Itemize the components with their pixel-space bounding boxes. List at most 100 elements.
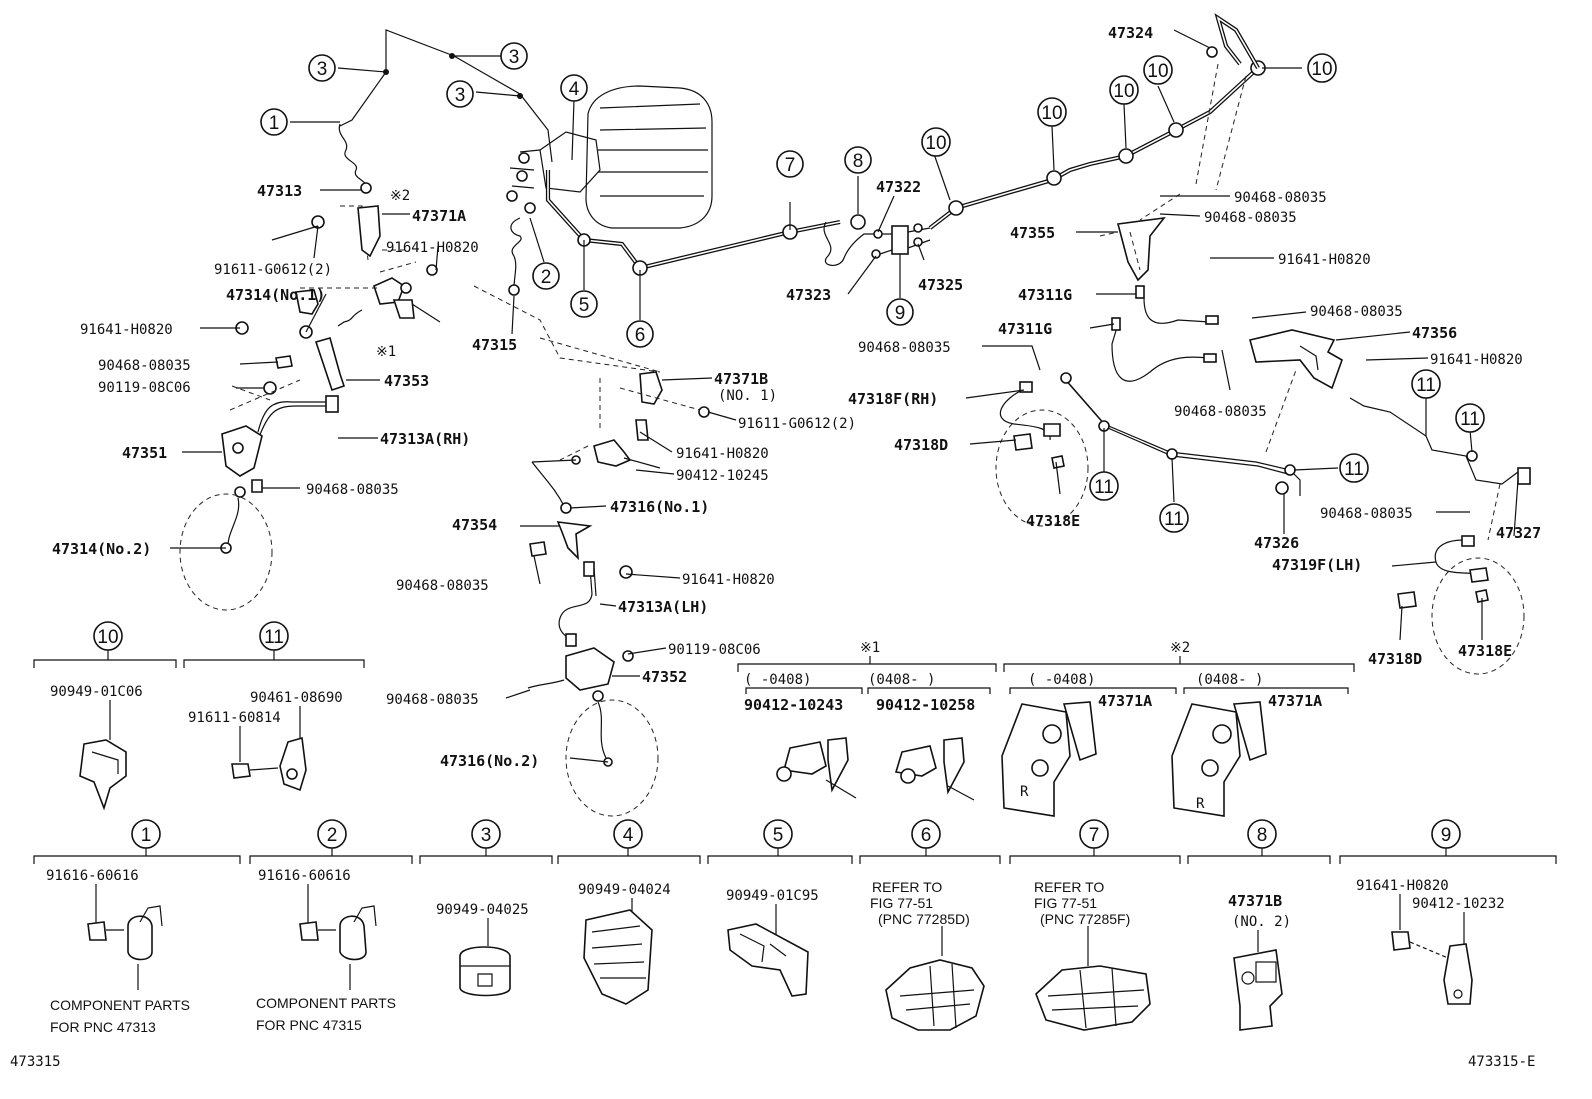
detail-9-part-b: 90412-10232 [1412, 896, 1505, 912]
svg-text:11: 11 [1416, 375, 1436, 396]
clip-icon [885, 959, 985, 1031]
numbered-circle-icon: 3 [308, 54, 336, 82]
detail-4: 4 90949-04024 [557, 819, 701, 1005]
detail-11-part-a: 90461-08690 [250, 690, 343, 706]
svg-text:1: 1 [269, 113, 280, 134]
detail-mark1-part-a: 90412-10243 [744, 696, 843, 714]
detail-mark2-part-a: 47371A [1098, 692, 1152, 710]
label-47353: 47353 [384, 372, 429, 390]
detail-mark1-range-b: (0408- ) [868, 672, 935, 688]
detail-10-part: 90949-01C06 [50, 684, 143, 700]
numbered-circle-icon: 5 [570, 290, 598, 318]
label-90119-a: 90119-08C06 [98, 380, 191, 396]
svg-text:11: 11 [1460, 409, 1480, 430]
detail-4-part: 90949-04024 [578, 882, 671, 898]
svg-text:10: 10 [97, 627, 118, 648]
svg-text:11: 11 [264, 627, 284, 648]
svg-text:8: 8 [853, 151, 864, 172]
detail-row-lower: 1 91616-60616 COMPONENT PARTS FOR PNC 47… [33, 819, 1557, 1035]
label-91641-h0820-f: 91641-H0820 [1430, 352, 1523, 368]
numbered-circle-icon: 11 [1339, 453, 1369, 483]
numbered-circle-icon: 1 [260, 108, 288, 136]
label-47311g-a: 47311G [1018, 286, 1072, 304]
detail-6: 6 REFER TO FIG 77-51 (PNC 77285D) [859, 819, 1001, 1031]
label-47326: 47326 [1254, 534, 1299, 552]
detail-9: 9 91641-H0820 90412-10232 [1339, 819, 1557, 1005]
numbered-circle-icon: 11 [1089, 471, 1119, 501]
clip-icon [1443, 943, 1473, 1005]
front-lh-wheel [527, 337, 710, 817]
svg-text:10: 10 [1311, 59, 1332, 80]
numbered-circle-icon: 10 [1037, 97, 1067, 127]
rear-lines [928, 13, 1531, 675]
detail-3: 3 90949-04025 [419, 819, 553, 997]
detail-mark2-range-b: (0408- ) [1196, 672, 1263, 688]
detail-2: 2 91616-60616 COMPONENT PARTS FOR PNC 47… [249, 819, 413, 1033]
detail-1-note-a: COMPONENT PARTS [50, 997, 190, 1013]
label-47322: 47322 [876, 178, 921, 196]
svg-text:10: 10 [925, 133, 946, 154]
detail-6-ref-a: REFER TO [872, 879, 942, 895]
svg-text:2: 2 [541, 267, 552, 288]
label-47354: 47354 [452, 516, 497, 534]
detail-6-ref-c: (PNC 77285D) [878, 911, 970, 927]
numbered-circle-icon: 11 [1455, 403, 1485, 433]
bracket-47371a-top [311, 205, 438, 276]
clip-icon [459, 946, 511, 997]
svg-text:10: 10 [1041, 103, 1062, 124]
svg-text:5: 5 [773, 825, 784, 846]
label-47325: 47325 [918, 276, 963, 294]
svg-text:1: 1 [141, 825, 152, 846]
label-47318d-b: 47318D [1368, 650, 1422, 668]
clip-icon [279, 736, 307, 792]
front-left-lines [338, 29, 931, 296]
svg-text:2: 2 [327, 825, 338, 846]
svg-text:11: 11 [1164, 509, 1184, 530]
label-47371b-no1-sub: (NO. 1) [718, 388, 777, 404]
clip-icon [727, 923, 809, 997]
label-47356: 47356 [1412, 324, 1457, 342]
label-91611-g0612-a: 91611-G0612(2) [214, 262, 332, 278]
clip-icon [79, 739, 127, 811]
label-47316-no1: 47316(No.1) [610, 498, 709, 516]
label-47327: 47327 [1496, 524, 1541, 542]
reference-code-right: 473315-E [1468, 1054, 1535, 1070]
numbered-circle-icon: 10 [1143, 55, 1173, 85]
label-47323: 47323 [786, 286, 831, 304]
detail-2-note-a: COMPONENT PARTS [256, 995, 396, 1011]
svg-text:11: 11 [1344, 459, 1364, 480]
detail-mark2-range-a: ( -0408) [1028, 672, 1095, 688]
label-47313a-lh: 47313A(LH) [618, 598, 708, 616]
label-47314-no1: 47314(No.1) [226, 286, 325, 304]
bolt-icon [1391, 931, 1411, 951]
detail-8: 8 47371B (NO. 2) [1187, 819, 1331, 1031]
detail-mark2: ※2 ( -0408) (0408- ) 47371A 47371A R R [1001, 640, 1355, 817]
label-90468-a: 90468-08035 [98, 358, 191, 374]
reference-code-left: 473315 [10, 1054, 61, 1070]
label-90468-i: 90468-08035 [858, 340, 951, 356]
numbered-circle-icon: 10 [1307, 53, 1337, 83]
label-47313: 47313 [257, 182, 302, 200]
label-mark2-top: ※2 [390, 188, 410, 204]
svg-text:3: 3 [481, 825, 492, 846]
leader-lines [170, 29, 1519, 763]
label-91641-h0820-d: 91641-H0820 [682, 572, 775, 588]
svg-text:R: R [1196, 796, 1205, 812]
label-47352: 47352 [642, 668, 687, 686]
label-90468-c: 90468-08035 [396, 578, 489, 594]
guide-lines-a [300, 205, 417, 289]
detail-mark1: ※1 ( -0408) (0408- ) 90412-10243 90412-1… [737, 640, 997, 801]
bolt-icon [231, 763, 251, 779]
numbered-circle-icon: 3 [500, 42, 528, 70]
detail-6-ref-b: FIG 77-51 [870, 895, 933, 911]
numbered-circle-icon: 10 [1109, 75, 1139, 105]
engine-outline [506, 85, 713, 229]
label-90468-j: 90468-08035 [1320, 506, 1413, 522]
detail-11-part-b: 91611-60814 [188, 710, 281, 726]
detail-7-ref-a: REFER TO [1034, 879, 1104, 895]
label-91611-g0612-b: 91611-G0612(2) [738, 416, 856, 432]
detail-7-ref-b: FIG 77-51 [1034, 895, 1097, 911]
detail-7-ref-c: (PNC 77285F) [1040, 911, 1130, 927]
svg-text:9: 9 [1441, 825, 1452, 846]
numbered-circle-icon: 10 [921, 127, 951, 157]
